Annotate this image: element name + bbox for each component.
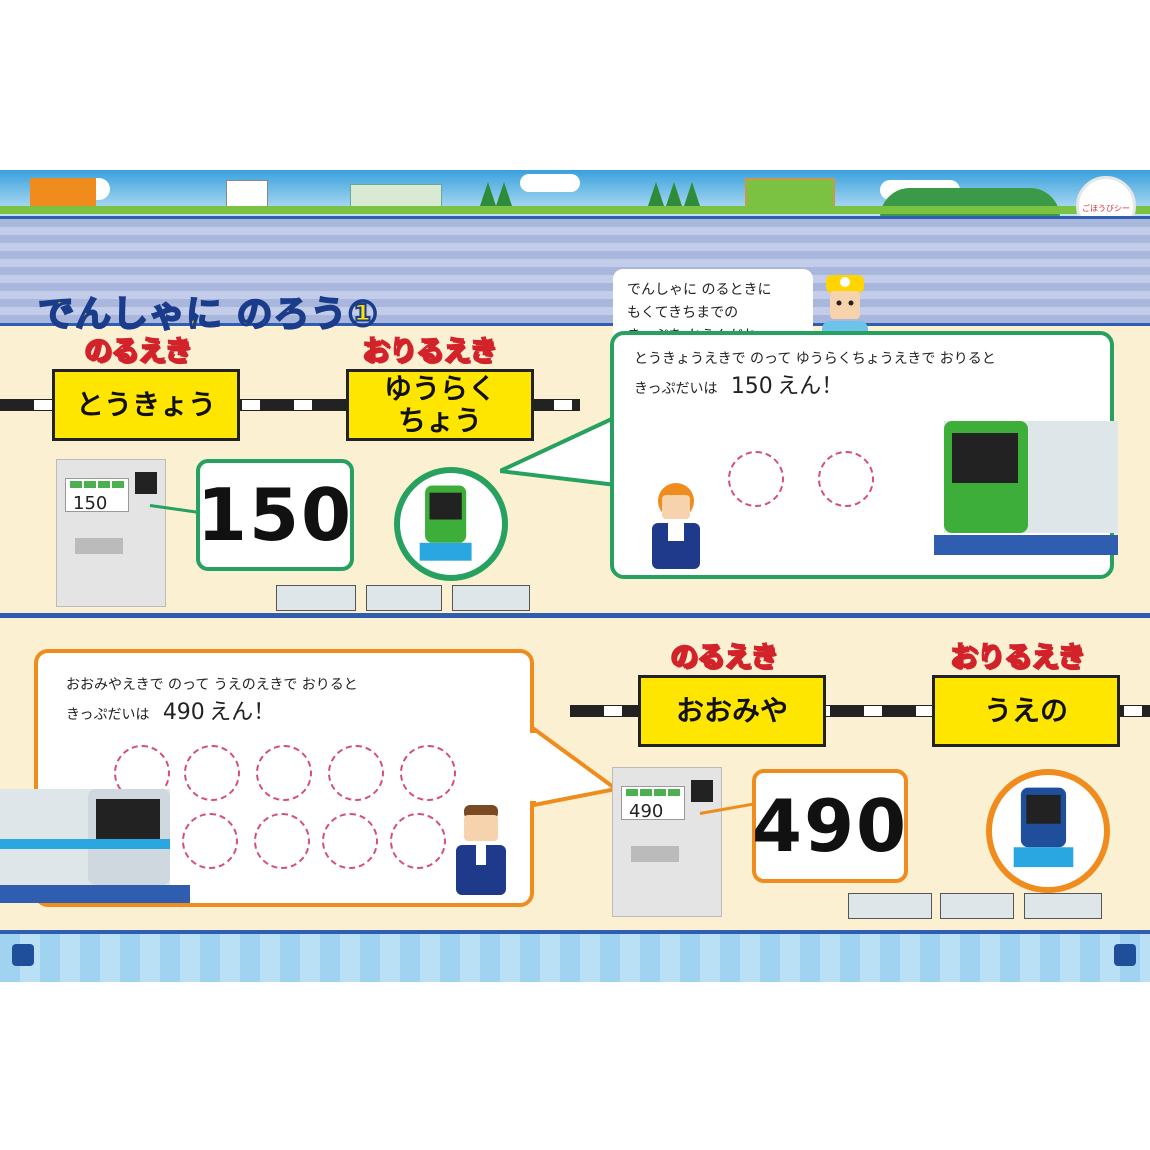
station-name: ちょう <box>397 404 482 437</box>
fare-speech-bubble: とうきょうえきで のって ゆうらくちょうえきで おりると きっぷだいは 150 … <box>610 331 1118 579</box>
coin-placeholder <box>390 813 446 869</box>
fare-sentence: おおみやえきで のって うえのえきで おりると きっぷだいは 490 えん！ <box>66 671 358 729</box>
machine-price: 150 <box>73 493 108 514</box>
girl-character-icon <box>652 483 700 569</box>
tree-icon <box>496 182 512 206</box>
ticket-tray <box>631 846 679 862</box>
sentence-amount: 490 <box>162 700 205 725</box>
tree-icon <box>648 182 664 206</box>
coin-placeholder <box>328 745 384 801</box>
sentence-prefix: きっぷだいは <box>634 381 718 397</box>
train-car-icon <box>276 585 356 611</box>
coin-placeholder <box>182 813 238 869</box>
section-tokyo-yurakucho: のるえき おりるえき とうきょう ゆうらく ちょう 150 150 <box>0 323 1150 613</box>
fare-display: 150 <box>196 459 354 571</box>
sentence-suffix: えん！ <box>777 374 844 399</box>
train-illustration-icon <box>934 421 1118 555</box>
boarding-station-sign: おおみや <box>638 675 826 747</box>
page-title: でんしゃに のろう① <box>37 293 380 336</box>
train-car-icon <box>366 585 442 611</box>
machine-screen <box>621 786 685 820</box>
train-illustration-icon <box>0 789 190 903</box>
tree-icon <box>666 182 682 206</box>
alighting-station-sign: うえの <box>932 675 1120 747</box>
boarding-station-label: のるえき <box>83 333 193 368</box>
coin-placeholder <box>728 451 784 507</box>
section-omiya-ueno: のるえき おりるえき おおみや うえの おおみやえきで のって うえのえきで お… <box>0 619 1150 925</box>
sentence-prefix: きっぷだいは <box>66 707 150 723</box>
sentence-line: きっぷだいは 150 えん！ <box>634 373 996 403</box>
alighting-station-label: おりるえき <box>361 333 498 368</box>
section-divider <box>0 613 1150 618</box>
station-name: とうきょう <box>75 388 216 421</box>
station-building-icon <box>350 184 442 210</box>
sentence-line: とうきょうえきで のって ゆうらくちょうえきで おりると <box>634 351 996 367</box>
title-band: でんしゃに のろう① でんしゃに のるときに もくてきちまでの きっぷを かうん… <box>0 216 1150 365</box>
station-name: うえの <box>983 694 1068 727</box>
grass-strip <box>0 206 1150 214</box>
station-name: おおみや <box>675 694 788 727</box>
workbook-spread: ごほうびシール でんしゃに のろう① でんしゃに のるときに もくてきちまでの … <box>0 170 1150 982</box>
ticket-tray <box>75 538 123 554</box>
sentence-amount: 150 <box>730 374 773 399</box>
train-car-icon <box>848 893 932 919</box>
fare-sentence: とうきょうえきで のって ゆうらくちょうえきで おりると きっぷだいは 150 … <box>634 345 996 403</box>
sentence-suffix: えん！ <box>209 700 276 725</box>
tree-icon <box>480 182 496 206</box>
coin-placeholder <box>400 745 456 801</box>
ticket-machine: 150 <box>56 459 166 607</box>
speech-tail <box>500 413 620 488</box>
machine-price: 490 <box>629 801 664 822</box>
tree-icon <box>684 182 700 206</box>
boy-character-icon <box>456 805 506 895</box>
coin-placeholder <box>256 745 312 801</box>
intro-line: でんしゃに のるときに <box>627 282 772 298</box>
station-building-icon <box>226 180 268 210</box>
train-front-icon <box>986 769 1110 893</box>
coin-placeholder <box>184 745 240 801</box>
boarding-station-label: のるえき <box>669 639 779 674</box>
ticket-machine: 490 <box>612 767 722 917</box>
ticket-slot <box>691 780 713 802</box>
ticket-slot <box>135 472 157 494</box>
sentence-line: おおみやえきで のって うえのえきで おりると <box>66 677 358 693</box>
page-number-train-icon <box>12 944 34 966</box>
page-number-train-icon <box>1114 944 1136 966</box>
fare-display: 490 <box>752 769 908 883</box>
coin-placeholder <box>322 813 378 869</box>
alighting-station-label: おりるえき <box>949 639 1086 674</box>
train-car-icon <box>1024 893 1102 919</box>
train-car-icon <box>452 585 530 611</box>
coin-placeholder <box>818 451 874 507</box>
train-front-icon <box>394 467 508 581</box>
sentence-line: きっぷだいは 490 えん！ <box>66 699 358 729</box>
bottom-pattern-band <box>0 930 1150 982</box>
intro-line: もくてきちまでの <box>627 305 739 321</box>
coin-placeholder <box>254 813 310 869</box>
cloud-icon <box>520 174 580 192</box>
machine-screen <box>65 478 129 512</box>
boarding-station-sign: とうきょう <box>52 369 240 441</box>
speech-tail <box>530 725 620 808</box>
alighting-station-sign: ゆうらく ちょう <box>346 369 534 441</box>
station-name: ゆうらく <box>383 372 496 405</box>
train-car-icon <box>940 893 1014 919</box>
